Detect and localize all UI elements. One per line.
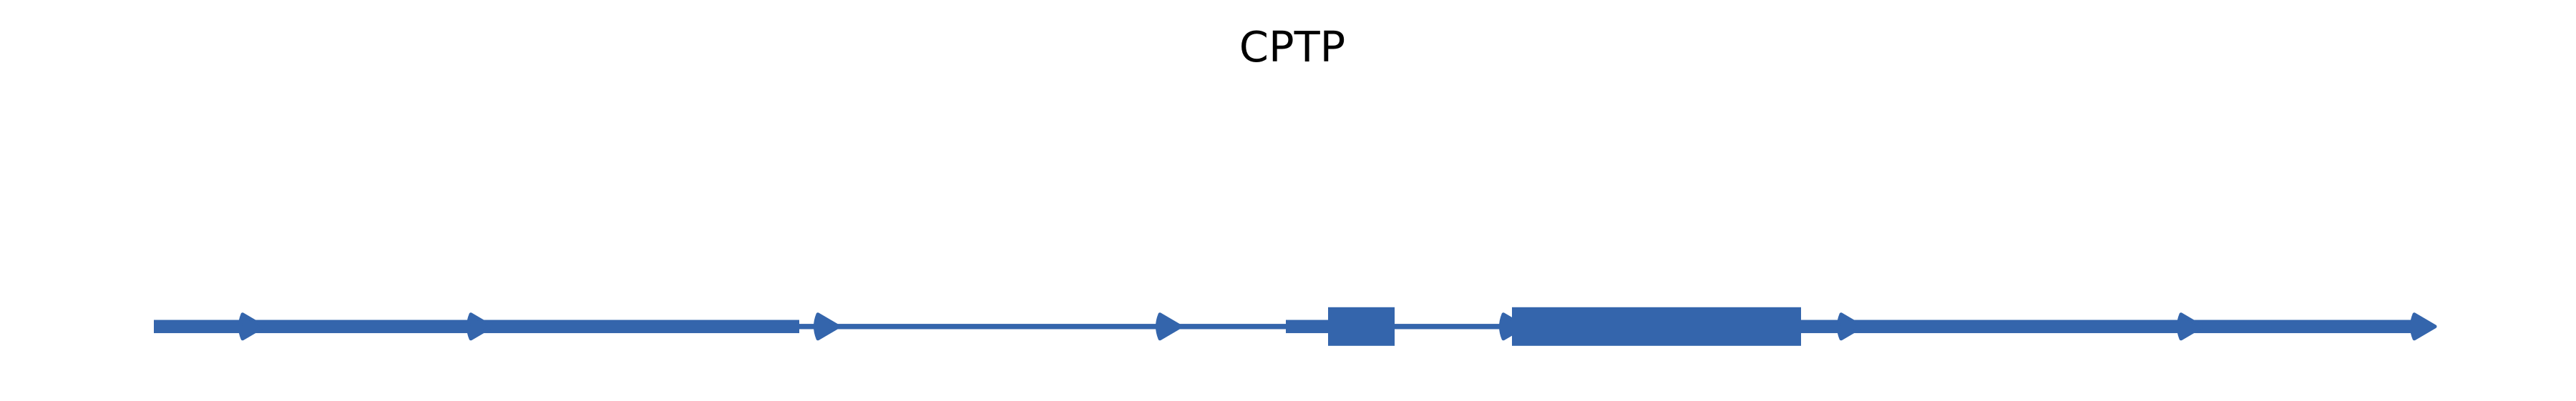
strand-arrow	[238, 312, 265, 341]
intron-line	[1395, 324, 1512, 330]
intron-line	[799, 324, 1286, 330]
strand-arrow	[1156, 312, 1183, 341]
cds-exon	[1328, 307, 1395, 346]
utr-segment	[1286, 320, 1328, 334]
terminal-strand-arrow	[2410, 312, 2437, 341]
plot-title: CPTP	[1239, 22, 1346, 71]
strand-arrow	[1837, 312, 1864, 341]
strand-arrow	[814, 312, 841, 341]
strand-arrow	[467, 312, 494, 341]
cds-exon	[1512, 307, 1801, 346]
strand-arrow	[2177, 312, 2204, 341]
utr-segment	[1801, 320, 2416, 334]
